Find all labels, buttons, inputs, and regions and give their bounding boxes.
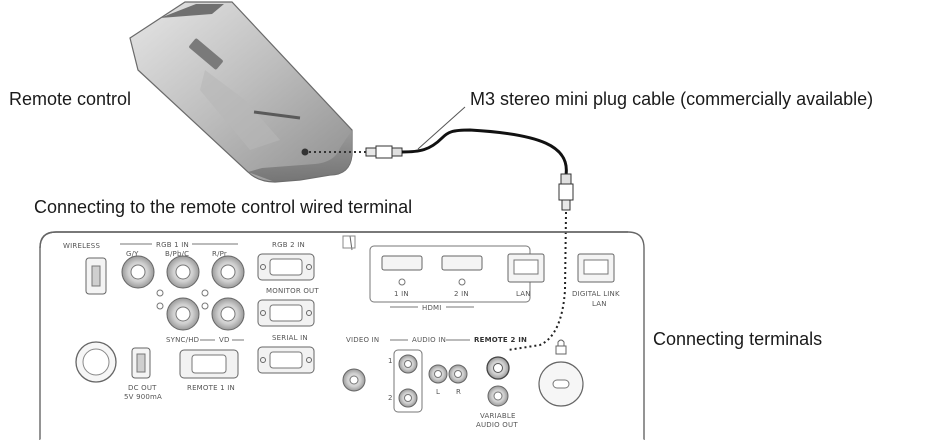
dc-out-label: DC OUT: [128, 384, 157, 392]
audio-l-label: L: [436, 388, 440, 396]
audio-2-label: 2: [388, 394, 393, 402]
digital-link-label: DIGITAL LINK: [572, 290, 620, 298]
plug-to-terminal-dotted-line: [507, 211, 567, 351]
dc-rating-label: 5V 900mA: [124, 393, 162, 401]
serial-in-label: SERIAL IN: [272, 334, 308, 342]
digital-link-lan-label: LAN: [592, 300, 607, 308]
audio-r-label: R: [456, 388, 461, 396]
hdmi-1-in-label: 1 IN: [394, 290, 409, 298]
rgb2-in-label: RGB 2 IN: [272, 241, 305, 249]
rgb1-in-label: RGB 1 IN: [156, 241, 189, 249]
hdmi-2-in-label: 2 IN: [454, 290, 469, 298]
audio-in-label: AUDIO IN: [412, 336, 446, 344]
cable-label: M3 stereo mini plug cable (commercially …: [470, 89, 874, 109]
ground-terminal: [342, 235, 356, 249]
hdmi-1-port: [381, 255, 423, 271]
remote2-in-label: REMOTE 2 IN: [474, 336, 527, 344]
lock-icon: [555, 345, 567, 355]
vd-label: VD: [219, 336, 230, 344]
audio-out-label: AUDIO OUT: [476, 421, 518, 429]
remote-control-illustration: [129, 1, 353, 183]
r-pr-label: R/Pr: [212, 250, 227, 258]
connecting-terminals-label: Connecting terminals: [653, 329, 823, 349]
monitor-out-label: MONITOR OUT: [266, 287, 319, 295]
stereo-mini-plug-cable: [365, 106, 574, 211]
connecting-wired-label: Connecting to the remote control wired t…: [34, 197, 413, 217]
hdmi-label: HDMI: [422, 304, 442, 312]
remote-top-panel: [160, 4, 224, 18]
remote-control-label: Remote control: [9, 89, 132, 109]
sync-hd-label: SYNC/HD: [166, 336, 199, 344]
wireless-label: WIRELESS: [63, 242, 100, 250]
remote-button: [189, 38, 223, 70]
video-in-label: VIDEO IN: [346, 336, 379, 344]
g-y-label: G/Y: [126, 250, 139, 258]
lan-label: LAN: [516, 290, 531, 298]
variable-label: VARIABLE: [480, 412, 516, 420]
remote1-in-label: REMOTE 1 IN: [187, 384, 235, 392]
cable-leader-line: [417, 106, 466, 150]
terminal-panel: WIRELESS RGB 1 IN G/Y B/Pb/C R/Pr SYNC/H…: [39, 231, 645, 441]
hdmi-2-port: [441, 255, 483, 271]
remote-wired-jack: [301, 148, 309, 156]
audio-1-label: 1: [388, 357, 393, 365]
b-pb-c-label: B/Pb/C: [165, 250, 189, 258]
